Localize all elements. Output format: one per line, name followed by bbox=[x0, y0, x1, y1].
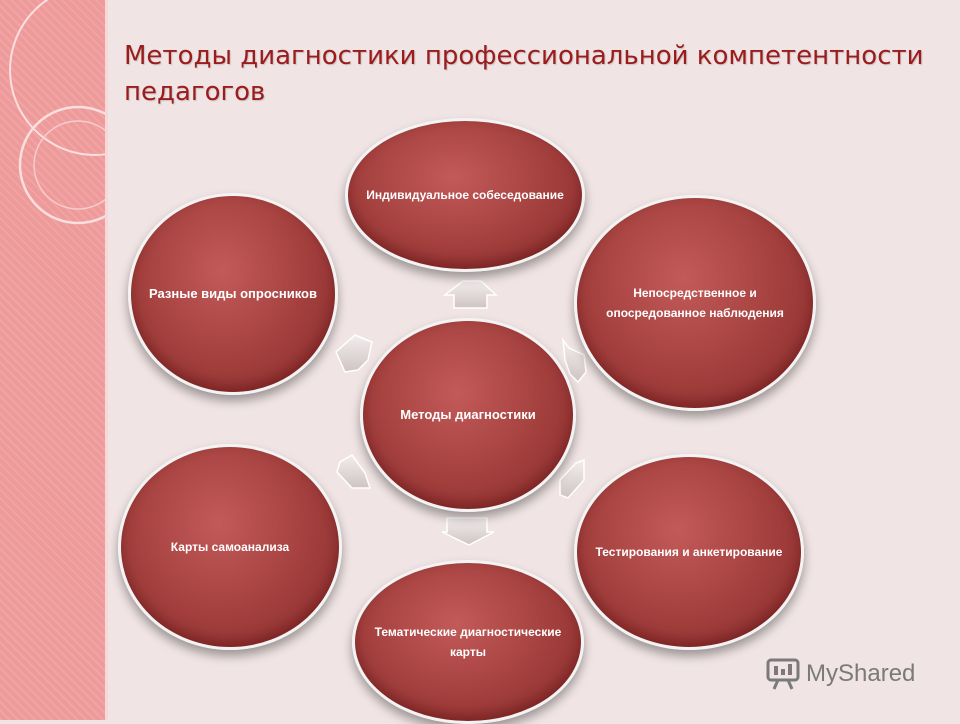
node-label: Непосредственное и опосредованное наблюд… bbox=[606, 286, 784, 320]
node-label: Карты самоанализа bbox=[170, 540, 290, 554]
arrow-down bbox=[441, 517, 495, 546]
node-label: Тестирования и анкетирование bbox=[595, 545, 783, 559]
watermark: MyShared bbox=[766, 656, 915, 692]
arrow-up bbox=[442, 280, 498, 309]
node-questionnaires: Разные виды опросников bbox=[128, 193, 338, 395]
node-testing: Тестирования и анкетирование bbox=[574, 454, 804, 650]
node-label: Тематические диагностические карты bbox=[374, 625, 562, 659]
node-label: Разные виды опросников bbox=[149, 286, 317, 301]
arrow-lower-right bbox=[559, 458, 585, 499]
arrow-lower-left bbox=[336, 454, 372, 489]
node-label: Индивидуальное собеседование bbox=[366, 188, 564, 202]
node-thematic-cards: Тематические диагностические карты bbox=[352, 560, 584, 724]
center-node: Методы диагностики bbox=[360, 318, 576, 512]
node-self-analysis-cards: Карты самоанализа bbox=[118, 444, 342, 650]
decorative-band bbox=[0, 0, 105, 720]
arrow-upper-right bbox=[561, 337, 587, 384]
decorative-rings bbox=[9, 0, 105, 225]
watermark-text: MyShared bbox=[806, 660, 916, 687]
band-edge bbox=[105, 0, 108, 720]
presentation-board-icon bbox=[766, 658, 800, 690]
node-observation: Непосредственное и опосредованное наблюд… bbox=[574, 195, 816, 411]
slide-title: Методы диагностики профессиональной комп… bbox=[124, 41, 924, 107]
node-individual-interview: Индивидуальное собеседование bbox=[345, 118, 585, 272]
center-node-label: Методы диагностики bbox=[400, 407, 536, 422]
arrow-upper-left bbox=[335, 334, 373, 373]
